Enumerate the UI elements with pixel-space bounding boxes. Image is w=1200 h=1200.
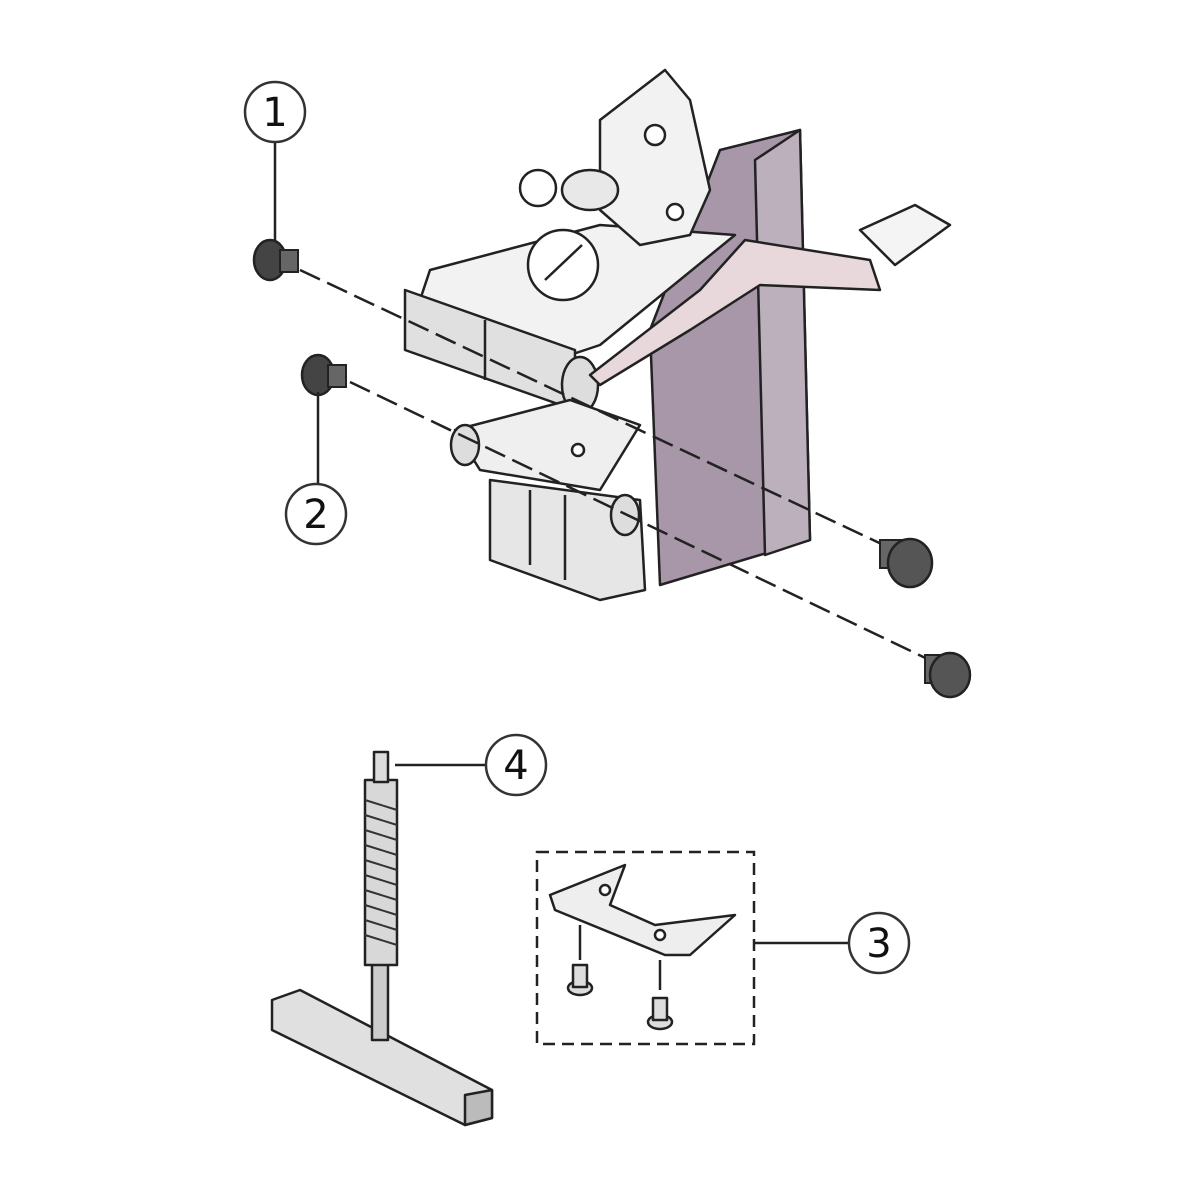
- latch-housing: [403, 68, 812, 602]
- callout-1: 1: [243, 80, 307, 144]
- callout-leaders: [273, 143, 848, 945]
- svg-text:3: 3: [866, 921, 891, 967]
- assembly-guide-lines: [299, 268, 941, 667]
- grommet-1: [252, 238, 299, 282]
- t-bolt: [270, 750, 494, 1127]
- callout-2: 2: [284, 482, 348, 546]
- handle-arm: [588, 203, 952, 387]
- grommet-4: [924, 651, 972, 699]
- callout-4: 4: [484, 733, 548, 797]
- svg-text:1: 1: [262, 90, 287, 136]
- callout-3: 3: [847, 911, 911, 975]
- svg-text:4: 4: [503, 743, 528, 789]
- grommet-3: [879, 537, 934, 589]
- bracket-kit: [535, 850, 756, 1046]
- grommet-2: [300, 353, 347, 397]
- svg-text:2: 2: [303, 492, 328, 538]
